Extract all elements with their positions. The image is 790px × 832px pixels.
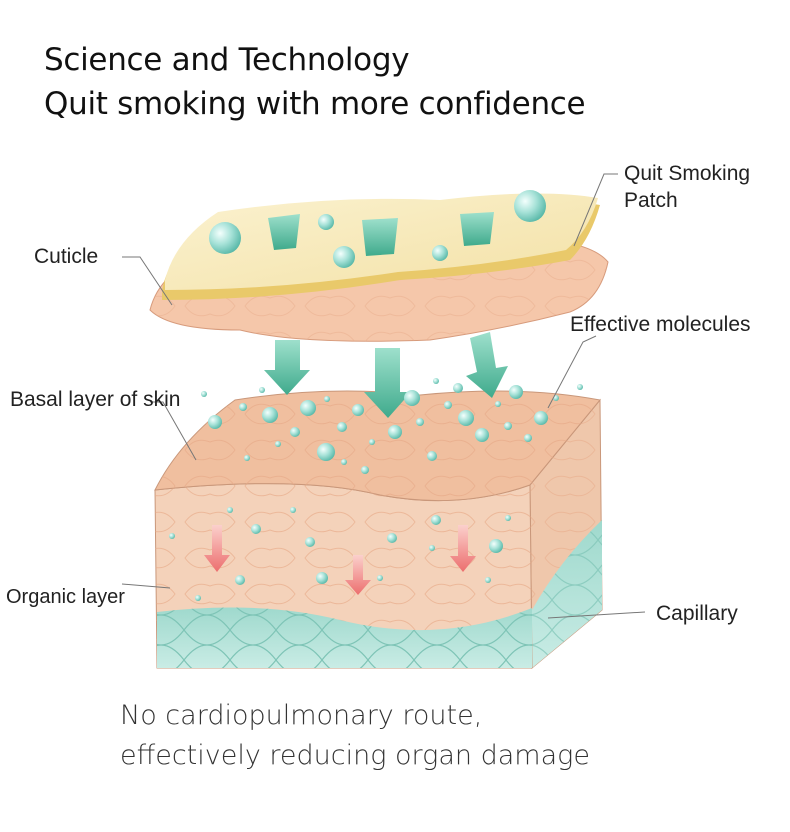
label-patch-line2: Patch: [624, 189, 678, 212]
footer-line-2: effectively reducing organ damage: [120, 740, 590, 771]
label-cuticle: Cuticle: [34, 245, 99, 268]
molecule: [333, 246, 355, 268]
molecule: [209, 222, 241, 254]
footer-line-1: No cardiopulmonary route,: [120, 700, 483, 731]
title-line-2: Quit smoking with more confidence: [44, 86, 586, 122]
teal-arrow: [466, 332, 508, 398]
label-patch-line1: Quit Smoking: [624, 162, 751, 185]
label-capillary: Capillary: [656, 602, 738, 625]
red-arrow: [450, 525, 476, 572]
organic-molecules: [169, 507, 511, 601]
patch-tab: [362, 218, 398, 256]
label-basal-layer: Basal layer of skin: [10, 388, 181, 411]
leader-organic: [121, 583, 171, 589]
red-arrow: [345, 555, 371, 595]
leader-capillary: [547, 611, 646, 619]
teal-arrow: [264, 340, 310, 395]
leader-patch: [573, 173, 618, 247]
molecule: [514, 190, 546, 222]
leader-basal: [150, 401, 197, 461]
label-effective-molecules: Effective molecules: [570, 313, 751, 336]
red-arrow: [204, 525, 230, 572]
molecule-cloud: [201, 378, 583, 474]
leader-cuticle: [122, 256, 173, 306]
label-organic-layer: Organic layer: [6, 586, 125, 608]
title-line-1: Science and Technology: [44, 42, 410, 78]
patch-tab: [268, 214, 300, 250]
leader-molecules: [547, 335, 597, 409]
patch-tab: [460, 212, 494, 246]
teal-arrow: [364, 348, 411, 418]
molecule: [432, 245, 448, 261]
molecule: [318, 214, 334, 230]
